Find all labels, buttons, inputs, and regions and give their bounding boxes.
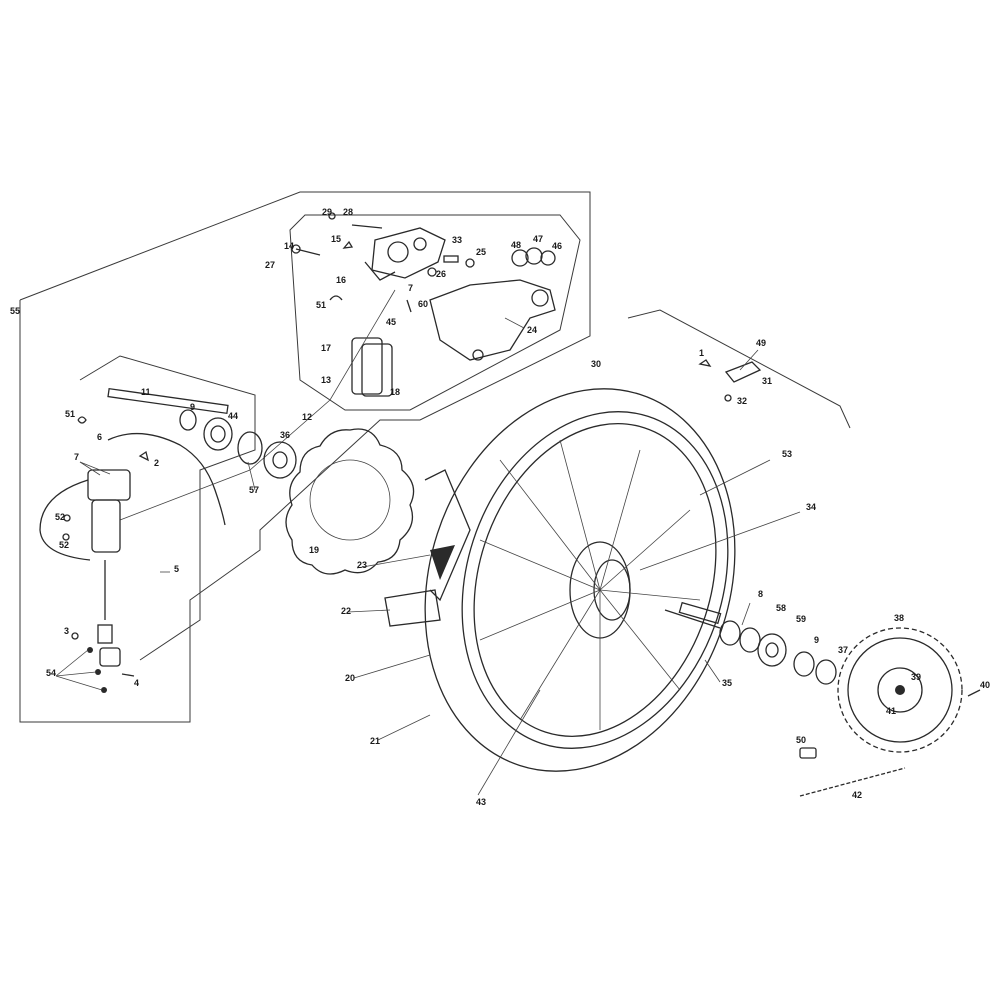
callout-13: 13	[321, 375, 331, 385]
callout-2: 2	[154, 458, 159, 468]
callout-8: 8	[758, 589, 763, 599]
callout-46: 46	[552, 241, 562, 251]
callout-11: 11	[141, 387, 151, 397]
callout-7-caliper: 7	[408, 283, 413, 293]
callout-44: 44	[228, 411, 238, 421]
callout-35: 35	[722, 678, 732, 688]
callout-52-lower: 52	[59, 540, 69, 550]
group-49-outline	[627, 309, 851, 429]
callout-43: 43	[476, 797, 486, 807]
callout-21: 21	[370, 736, 380, 746]
drive-chain	[799, 747, 906, 797]
group-55-outline	[19, 191, 591, 723]
callout-38: 38	[894, 613, 904, 623]
rear-sprocket	[837, 627, 981, 753]
callout-47: 47	[533, 234, 543, 244]
callout-28: 28	[343, 207, 353, 217]
callout-52-upper: 52	[55, 512, 65, 522]
callout-36: 36	[280, 430, 290, 440]
callout-49: 49	[756, 338, 766, 348]
callout-23: 23	[357, 560, 367, 570]
callout-29: 29	[322, 207, 332, 217]
brake-pads	[351, 337, 393, 397]
callout-20: 20	[345, 673, 355, 683]
group-5-outline	[79, 355, 256, 661]
callout-50: 50	[796, 735, 806, 745]
callout-60: 60	[418, 299, 428, 309]
callout-9-right: 9	[814, 635, 819, 645]
callout-22: 22	[341, 606, 351, 616]
callout-25: 25	[476, 247, 486, 257]
callout-18: 18	[390, 387, 400, 397]
callout-9: 9	[190, 402, 195, 412]
callout-55: 55	[10, 306, 20, 316]
callout-12: 12	[302, 412, 312, 422]
chain-adjuster	[698, 359, 762, 402]
callout-51-caliper: 51	[316, 300, 326, 310]
callout-51: 51	[65, 409, 75, 419]
callout-34: 34	[806, 502, 816, 512]
callout-58: 58	[776, 603, 786, 613]
caliper-bracket	[429, 279, 556, 361]
callout-7: 7	[74, 452, 79, 462]
callout-26: 26	[436, 269, 446, 279]
callout-33: 33	[452, 235, 462, 245]
callout-17: 17	[321, 343, 331, 353]
rear-wheel	[384, 388, 736, 772]
callout-14: 14	[284, 241, 294, 251]
brake-line	[119, 289, 396, 521]
brake-hose	[107, 432, 226, 526]
callout-40: 40	[980, 680, 990, 690]
caliper-hardware	[291, 212, 556, 313]
group-27-outline	[289, 214, 581, 411]
callout-labels: 1 2 3 4 5 6 7 7 8 9 9 11 12 13 14 15 16 …	[10, 207, 990, 807]
callout-16: 16	[336, 275, 346, 285]
callout-48: 48	[511, 240, 521, 250]
callout-5: 5	[174, 564, 179, 574]
callout-32: 32	[737, 396, 747, 406]
callout-24: 24	[527, 325, 537, 335]
callout-53: 53	[782, 449, 792, 459]
callout-6: 6	[97, 432, 102, 442]
master-cylinder	[39, 469, 135, 693]
callout-15: 15	[331, 234, 341, 244]
callout-3: 3	[64, 626, 69, 636]
leader-lines	[55, 317, 801, 796]
callout-45: 45	[386, 317, 396, 327]
callout-4: 4	[134, 678, 139, 688]
brake-disc-center	[309, 459, 391, 541]
callout-27: 27	[265, 260, 275, 270]
callout-19: 19	[309, 545, 319, 555]
callout-54: 54	[46, 668, 56, 678]
brake-disc	[285, 428, 415, 575]
hub-bearings-and-spacers	[678, 601, 837, 685]
brake-caliper	[364, 227, 446, 281]
callout-42: 42	[852, 790, 862, 800]
callout-31: 31	[762, 376, 772, 386]
callout-57: 57	[249, 485, 259, 495]
callout-39: 39	[911, 672, 921, 682]
callout-59: 59	[796, 614, 806, 624]
callout-37: 37	[838, 645, 848, 655]
callout-30: 30	[591, 359, 601, 369]
callout-41: 41	[886, 706, 896, 716]
callout-1: 1	[699, 348, 704, 358]
axle-and-spacers	[62, 387, 297, 541]
